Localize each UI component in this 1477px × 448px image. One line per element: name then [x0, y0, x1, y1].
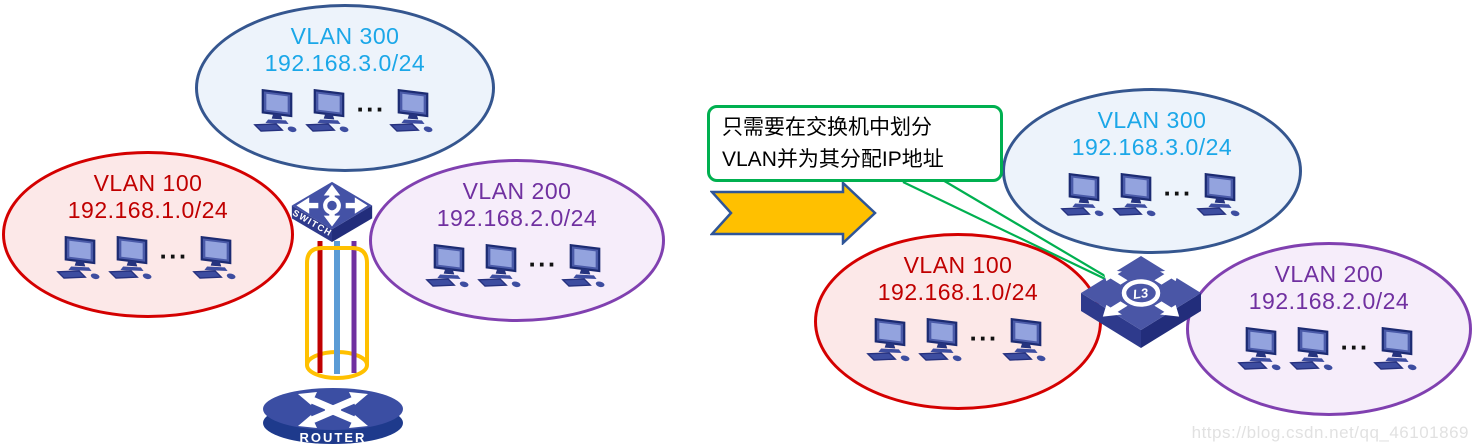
computer-icon	[918, 318, 966, 363]
computer-icon	[425, 244, 473, 289]
computer-row: ···	[1060, 173, 1245, 218]
vlan100-left-title: VLAN 100 192.168.1.0/24	[68, 170, 228, 224]
vlan-name: VLAN 300	[1097, 107, 1207, 133]
router-icon: ROUTER	[263, 388, 403, 445]
vlan-subnet: 192.168.2.0/24	[436, 205, 598, 232]
computer-row: ···	[56, 236, 241, 281]
computer-icon	[1002, 318, 1050, 363]
computer-icon	[1289, 327, 1337, 372]
vlan-name: VLAN 300	[290, 23, 400, 49]
vlan-subnet: 192.168.3.0/24	[1071, 134, 1233, 161]
computer-icon	[1237, 327, 1285, 372]
vlan200-left-title: VLAN 200 192.168.2.0/24	[437, 178, 597, 232]
router-label: ROUTER	[300, 430, 367, 445]
callout-tail-lines	[902, 178, 1123, 288]
computer-icon	[866, 318, 914, 363]
ellipsis-dots: ···	[356, 94, 386, 125]
computer-icon	[108, 236, 156, 281]
computer-icon	[1373, 327, 1421, 372]
computer-icon	[389, 89, 437, 134]
vlan300-left-title: VLAN 300 192.168.3.0/24	[265, 23, 425, 77]
computer-icon	[477, 244, 525, 289]
vlan200-ellipse-right: VLAN 200 192.168.2.0/24 ···	[1186, 242, 1472, 416]
computer-row: ···	[1237, 327, 1422, 372]
callout-line1: 只需要在交换机中划分	[722, 116, 932, 139]
vlan-name: VLAN 200	[462, 178, 572, 204]
ellipsis-dots: ···	[159, 241, 189, 272]
computer-icon	[561, 244, 609, 289]
l3-switch-icon: L3	[1081, 256, 1201, 348]
computer-icon	[1196, 173, 1244, 218]
vlan300-ellipse-right: VLAN 300 192.168.3.0/24 ···	[1002, 88, 1302, 254]
vlan200-right-title: VLAN 200 192.168.2.0/24	[1249, 261, 1409, 315]
switch-icon: SWITCH	[291, 181, 373, 243]
vlan100-right-title: VLAN 100 192.168.1.0/24	[878, 252, 1038, 306]
callout-box: 只需要在交换机中划分 VLAN并为其分配IP地址	[707, 105, 1003, 182]
vlan100-ellipse-left: VLAN 100 192.168.1.0/24 ···	[2, 151, 294, 318]
ellipsis-dots: ···	[1163, 178, 1193, 209]
computer-icon	[253, 89, 301, 134]
watermark-text: https://blog.csdn.net/qq_46101869	[1191, 423, 1469, 442]
ellipsis-dots: ···	[528, 249, 558, 280]
computer-row: ···	[253, 89, 438, 134]
vlan-subnet: 192.168.2.0/24	[1248, 288, 1410, 315]
ellipsis-dots: ···	[1340, 332, 1370, 363]
vlan-name: VLAN 100	[93, 170, 203, 196]
vlan-subnet: 192.168.3.0/24	[264, 50, 426, 77]
vlan-name: VLAN 100	[903, 252, 1013, 278]
vlan-subnet: 192.168.1.0/24	[877, 279, 1039, 306]
vlan200-ellipse-left: VLAN 200 192.168.2.0/24 ···	[369, 159, 665, 322]
transition-arrow-icon	[710, 181, 877, 245]
ellipsis-dots: ···	[969, 323, 999, 354]
l3-switch-label: L3	[1132, 285, 1150, 302]
computer-icon	[192, 236, 240, 281]
vlan300-right-title: VLAN 300 192.168.3.0/24	[1072, 107, 1232, 161]
computer-icon	[305, 89, 353, 134]
vlan-subnet: 192.168.1.0/24	[67, 197, 229, 224]
computer-row: ···	[425, 244, 610, 289]
vlan300-ellipse-left: VLAN 300 192.168.3.0/24 ···	[195, 4, 495, 172]
trunk-link	[305, 241, 369, 380]
vlan-name: VLAN 200	[1274, 261, 1384, 287]
computer-row: ···	[866, 318, 1051, 363]
callout-line2: VLAN并为其分配IP地址	[722, 147, 944, 171]
computer-icon	[56, 236, 104, 281]
